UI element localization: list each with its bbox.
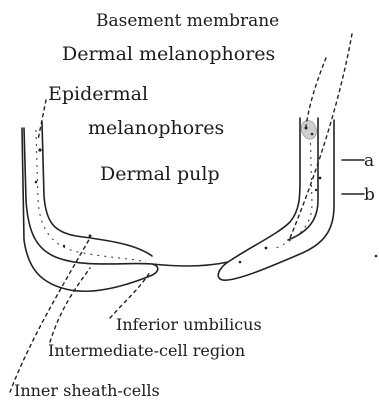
pigment-cluster	[301, 121, 316, 140]
leader-dermal-melanophores	[306, 58, 326, 126]
melanophore-dot	[265, 247, 268, 250]
melanophore-dot	[38, 148, 41, 151]
leader-intermediate-cell-region	[50, 268, 90, 342]
melanophore-dot	[319, 177, 322, 180]
label-basement-membrane: Basement membrane	[96, 11, 279, 31]
label-melanophores: melanophores	[88, 117, 224, 139]
melanophore-dot	[311, 133, 314, 136]
melanophore-dot	[239, 261, 242, 264]
label-inferior-umbilicus: Inferior umbilicus	[116, 315, 262, 334]
label-dermal-pulp: Dermal pulp	[100, 163, 220, 185]
left-follicle-wall	[22, 122, 158, 291]
melanophore-dot	[305, 127, 308, 130]
melanophore-dot	[315, 189, 317, 191]
stray-dot	[375, 255, 378, 258]
label-intermediate-cell-region: Intermediate-cell region	[48, 341, 245, 360]
label-inner-sheath-cells: Inner sheath-cells	[14, 381, 160, 400]
label-b: b	[364, 185, 375, 205]
melanophore-dot	[89, 235, 92, 238]
pulp-base-curve	[152, 262, 228, 266]
label-epidermal: Epidermal	[48, 83, 148, 105]
leader-inner-sheath-cells	[10, 238, 90, 392]
label-a: a	[364, 151, 374, 171]
melanophore-dot	[63, 245, 65, 247]
label-dermal-melanophores: Dermal melanophores	[62, 43, 275, 65]
right-follicle-wall	[218, 118, 334, 280]
melanophore-dot	[35, 181, 38, 184]
